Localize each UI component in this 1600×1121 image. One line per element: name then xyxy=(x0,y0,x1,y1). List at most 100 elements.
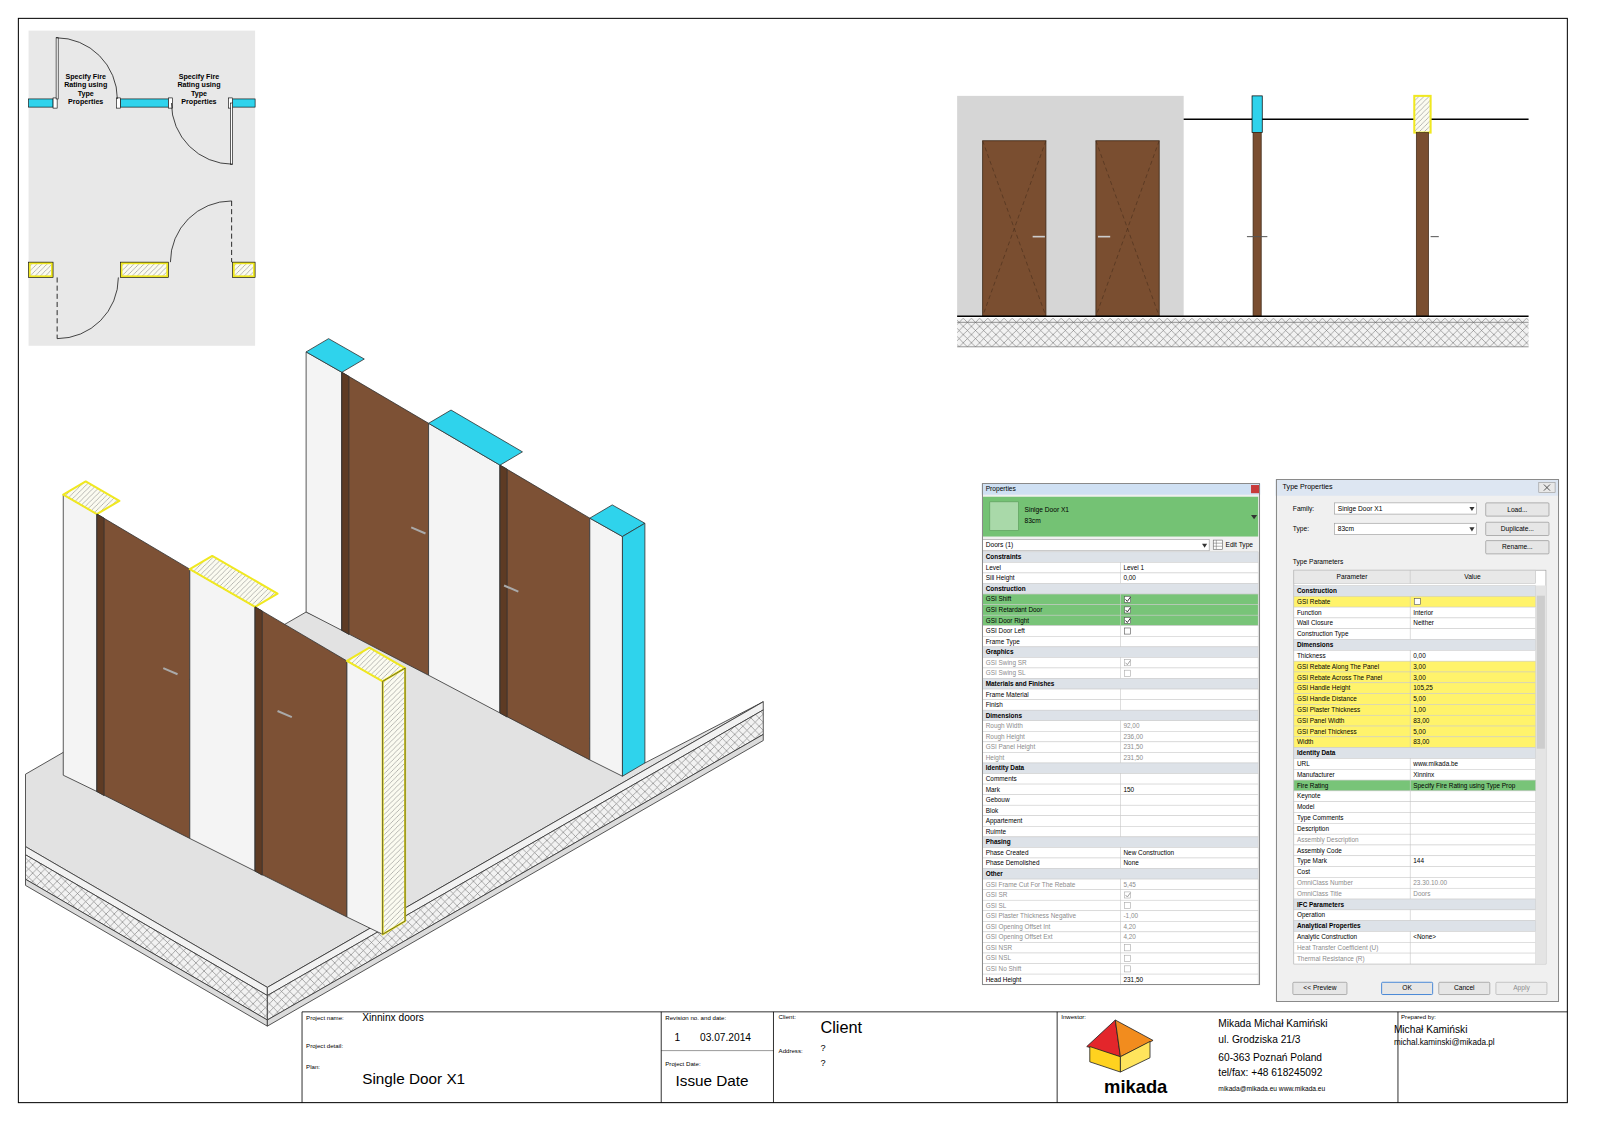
section-row xyxy=(983,647,1259,658)
plan-view xyxy=(29,31,256,346)
value-cell xyxy=(1120,826,1258,837)
section-heading: Constraints xyxy=(986,553,1022,561)
parameter-name: GSI NSR xyxy=(986,944,1012,952)
parameter-cell xyxy=(1294,596,1410,607)
value-cell xyxy=(1410,931,1536,942)
plan-view xyxy=(57,277,58,338)
parameter-cell xyxy=(983,731,1121,742)
value-cell xyxy=(1120,562,1258,573)
parameter-name: OmniClass Title xyxy=(1297,890,1342,898)
parameter-name: Wall Closure xyxy=(1297,619,1333,627)
type-properties-frame xyxy=(1293,982,1347,994)
section-heading: Dimensions xyxy=(1297,641,1333,649)
plan-view xyxy=(231,201,232,262)
title-block-caption: Prepared by: xyxy=(1401,1013,1436,1020)
parameter-cell xyxy=(1294,802,1410,813)
type-properties-frame xyxy=(1439,982,1490,994)
parameter-name: Keynote xyxy=(1297,792,1321,800)
section-row xyxy=(983,869,1259,880)
properties-panel-frame xyxy=(1213,540,1222,549)
properties-panel-frame xyxy=(982,483,1261,985)
type-properties-frame xyxy=(1496,982,1547,994)
value-cell xyxy=(1120,974,1258,985)
parameter-cell xyxy=(1294,910,1410,921)
parameter-cell xyxy=(983,974,1121,985)
title-block-text: 03.07.2014 xyxy=(700,1032,751,1044)
parameter-name: Manufacturer xyxy=(1297,771,1335,779)
parameter-cell xyxy=(983,626,1121,637)
value-cell xyxy=(1410,618,1536,629)
parameter-cell xyxy=(1294,704,1410,715)
title-block-caption: Client: xyxy=(779,1013,796,1020)
parameter-cell xyxy=(1294,931,1410,942)
isometric-view xyxy=(411,527,425,533)
type-properties-frame xyxy=(1276,479,1560,1001)
section-heading: Analytical Properties xyxy=(1297,922,1361,930)
checkbox xyxy=(1124,617,1130,623)
parameter-cell xyxy=(1294,867,1410,878)
value-cell xyxy=(1410,877,1536,888)
section-row xyxy=(1294,921,1536,932)
value-cell xyxy=(1120,636,1258,647)
value-cell xyxy=(1120,752,1258,763)
properties-panel-frame xyxy=(1251,515,1257,519)
parameter-name: Height xyxy=(986,754,1005,762)
isometric-view xyxy=(255,607,347,917)
plan-view xyxy=(233,262,255,277)
parameter-name: Frame Type xyxy=(986,638,1020,646)
parameter-name: Description xyxy=(1297,825,1329,833)
title-block-caption: Plan: xyxy=(306,1063,320,1070)
plan-view xyxy=(29,262,53,277)
title-block-text: 60-363 Poznań Poland xyxy=(1218,1052,1322,1064)
parameter-cell xyxy=(1294,877,1410,888)
value-cell xyxy=(1120,605,1258,616)
sheet-border xyxy=(18,18,1567,1102)
checkbox-tick xyxy=(1126,597,1131,601)
value-cell xyxy=(1120,964,1258,975)
parameter-value: Xinninx xyxy=(1413,771,1434,779)
parameter-cell xyxy=(1294,834,1410,845)
value-cell xyxy=(1410,726,1536,737)
isometric-view xyxy=(26,847,268,996)
title-block-caption: Project Date: xyxy=(665,1060,700,1067)
plan-note: Specify Fire Rating using Type Propertie… xyxy=(59,73,112,107)
parameter-name: Rough Width xyxy=(986,722,1023,730)
elevation-view xyxy=(957,322,1528,323)
parameter-name: GSI Shift xyxy=(986,595,1012,603)
checkbox xyxy=(1124,660,1130,666)
parameter-name: GSI Panel Thickness xyxy=(1297,728,1357,736)
field-label: Type Parameters xyxy=(1293,558,1343,566)
checkbox xyxy=(1124,596,1130,602)
parameter-name: Level xyxy=(986,564,1001,572)
parameter-name: OmniClass Number xyxy=(1297,879,1353,887)
parameter-cell xyxy=(983,826,1121,837)
parameter-name: GSI Rebate xyxy=(1297,598,1330,606)
isometric-view xyxy=(255,607,262,875)
parameter-name: GSI Retardant Door xyxy=(986,606,1043,614)
properties-panel-frame xyxy=(983,497,1259,537)
plan-note: Specify Fire Rating using Type Propertie… xyxy=(172,73,225,107)
parameter-name: Ruimte xyxy=(986,828,1006,836)
section-row xyxy=(1294,585,1536,596)
section-row xyxy=(1294,640,1536,651)
dropdown-text: Doors (1) xyxy=(986,541,1014,549)
parameter-name: Heat Transfer Coefficient (U) xyxy=(1297,944,1378,952)
title-block-text: ul. Grodziska 21/3 xyxy=(1218,1034,1300,1046)
parameter-cell xyxy=(1294,726,1410,737)
value-cell xyxy=(1120,942,1258,953)
parameter-name: Phase Created xyxy=(986,849,1029,857)
parameter-cell xyxy=(1294,823,1410,834)
parameter-cell xyxy=(983,657,1121,668)
elevation-view xyxy=(1098,236,1110,238)
properties-panel-frame xyxy=(990,502,1019,531)
panel-title: Type Properties xyxy=(1283,483,1333,492)
value-cell xyxy=(1410,888,1536,899)
parameter-cell xyxy=(1294,813,1410,824)
parameter-value: 83,00 xyxy=(1413,717,1429,725)
title-block-text: ? xyxy=(820,1058,825,1069)
value-cell xyxy=(1120,795,1258,806)
elevation-view xyxy=(983,141,1046,316)
type-properties-frame xyxy=(1486,541,1549,554)
elevation-view xyxy=(957,96,1184,316)
